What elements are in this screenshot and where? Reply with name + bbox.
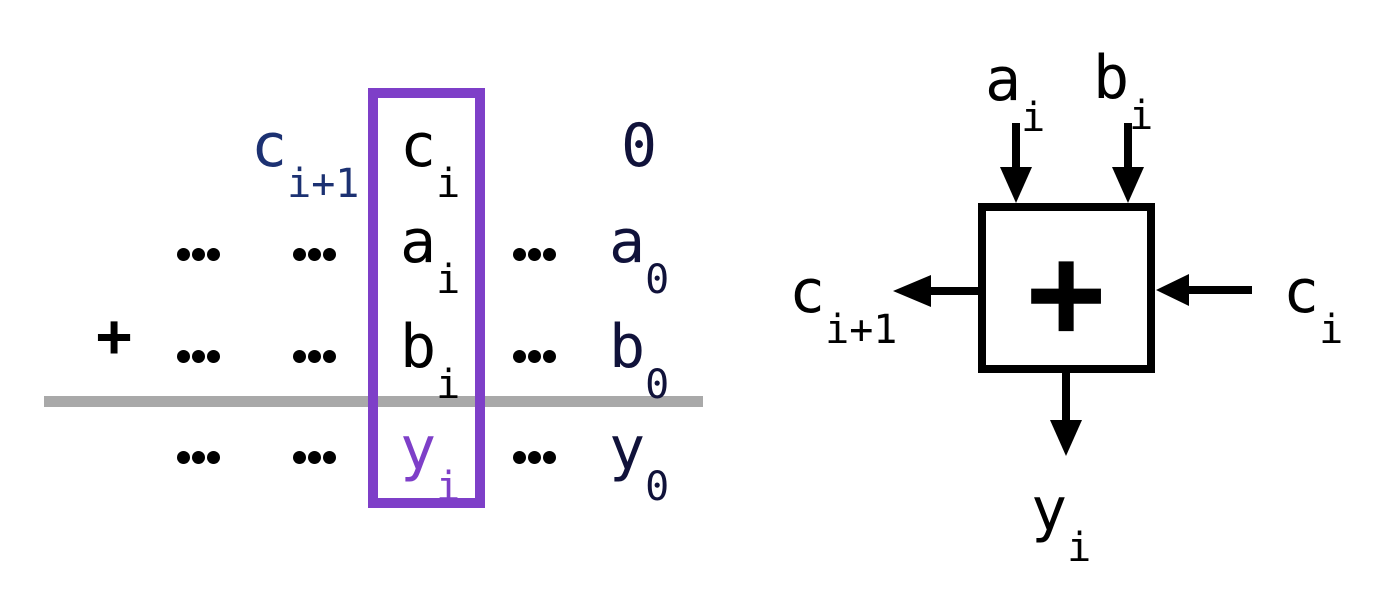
symbol-base: c <box>251 111 288 181</box>
ellipsis-dots <box>293 248 336 261</box>
subscript: i <box>1319 307 1344 353</box>
dot <box>528 248 541 261</box>
dot <box>177 350 190 363</box>
symbol-base: y <box>400 414 437 484</box>
dot <box>192 248 205 261</box>
subscript: 0 <box>645 362 670 408</box>
dot <box>293 451 306 464</box>
symbol-base: b <box>400 312 437 382</box>
dot <box>323 451 336 464</box>
ellipsis-dots <box>513 248 556 261</box>
input-b-arrowhead-icon <box>1112 167 1144 203</box>
operand-b-col-i-label: bi <box>400 317 460 405</box>
plus-operator: + <box>96 301 133 371</box>
carry-current-label: ci <box>400 116 460 204</box>
subscript: i <box>436 362 461 408</box>
symbol-base: 0 <box>621 111 658 181</box>
dot <box>528 350 541 363</box>
symbol-base: b <box>609 312 646 382</box>
dot <box>308 451 321 464</box>
dot <box>513 248 526 261</box>
subscript: i+1 <box>287 161 360 207</box>
input-b-label: bi <box>1093 48 1153 136</box>
symbol-base: y <box>609 414 646 484</box>
dot <box>543 350 556 363</box>
ellipsis-dots <box>293 350 336 363</box>
ellipsis-dots <box>513 451 556 464</box>
subscript: i <box>1067 525 1092 571</box>
symbol-base: c <box>400 111 437 181</box>
dot <box>177 451 190 464</box>
adder-plus-operator: + <box>1027 216 1106 368</box>
carry-in-arrow-line <box>1188 286 1252 294</box>
ellipsis-dots <box>177 248 220 261</box>
carry-out-label: ci+1 <box>789 262 897 350</box>
sum-out-label: yi <box>1031 480 1091 568</box>
subscript: i <box>1129 93 1154 139</box>
subscript: i <box>1021 95 1046 141</box>
carry-out-arrowhead-icon <box>893 275 931 307</box>
input-b-arrow-line <box>1124 123 1132 171</box>
subscript: i <box>436 161 461 207</box>
dot <box>293 248 306 261</box>
subscript: i+1 <box>825 307 898 353</box>
sum-out-arrowhead-icon <box>1050 420 1082 456</box>
dot <box>192 451 205 464</box>
subscript: i <box>436 257 461 303</box>
carry-in-arrowhead-icon <box>1156 274 1189 306</box>
input-a-label: ai <box>985 50 1045 138</box>
symbol-base: c <box>789 257 826 327</box>
dot <box>177 248 190 261</box>
dot <box>207 350 220 363</box>
dot <box>308 350 321 363</box>
subscript: 0 <box>645 464 670 510</box>
dot <box>323 350 336 363</box>
symbol-base: a <box>400 207 437 277</box>
dot <box>543 248 556 261</box>
ellipsis-dots <box>293 451 336 464</box>
operand-a-col-0-label: a0 <box>609 212 669 300</box>
operand-b-col-0-label: b0 <box>609 317 669 405</box>
dot <box>207 248 220 261</box>
symbol-base: y <box>1031 475 1068 545</box>
dot <box>323 248 336 261</box>
carry-zero-label: 0 <box>621 116 657 176</box>
dot <box>207 451 220 464</box>
dot <box>543 451 556 464</box>
sum-out-arrow-line <box>1062 373 1070 421</box>
symbol-base: b <box>1093 43 1130 113</box>
dot <box>513 350 526 363</box>
symbol-base: a <box>985 45 1022 115</box>
input-a-arrowhead-icon <box>1000 167 1032 203</box>
carry-out-arrow-line <box>930 287 978 295</box>
dot <box>192 350 205 363</box>
carry-in-label: ci <box>1283 262 1343 350</box>
symbol-base: a <box>609 207 646 277</box>
ellipsis-dots <box>177 350 220 363</box>
dot <box>513 451 526 464</box>
dot <box>293 350 306 363</box>
operand-a-col-i-label: ai <box>400 212 460 300</box>
dot <box>528 451 541 464</box>
full-adder-box <box>978 203 1155 373</box>
input-a-arrow-line <box>1012 123 1020 171</box>
carry-next-label: ci+1 <box>251 116 359 204</box>
symbol-base: c <box>1283 257 1320 327</box>
dot <box>308 248 321 261</box>
subscript: 0 <box>645 257 670 303</box>
ellipsis-dots <box>177 451 220 464</box>
ellipsis-dots <box>513 350 556 363</box>
column-i-highlight-box <box>368 88 485 508</box>
sum-col-0-label: y0 <box>609 419 669 507</box>
